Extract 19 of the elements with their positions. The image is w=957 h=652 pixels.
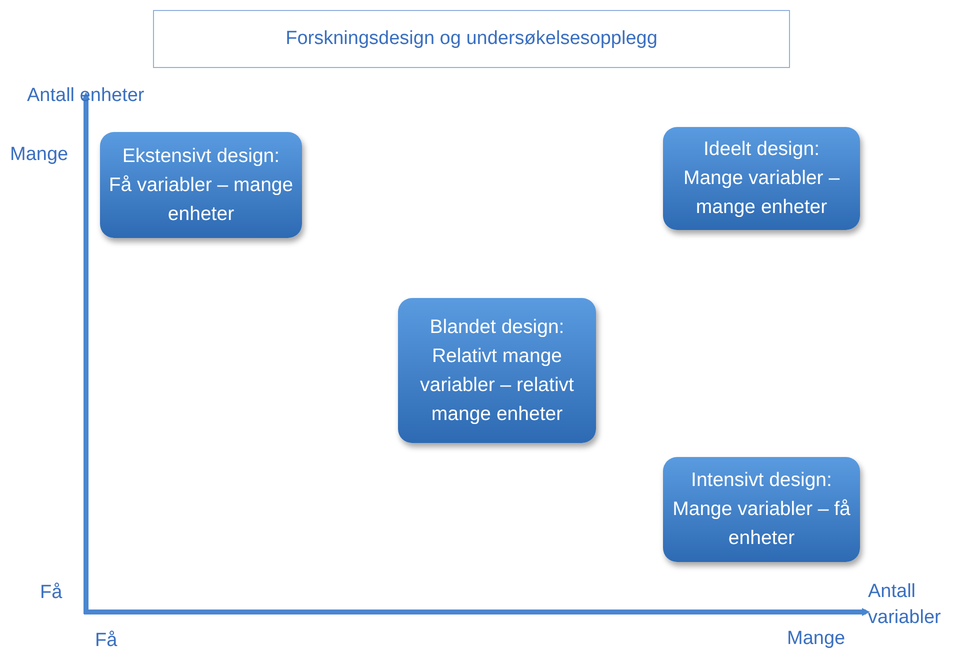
design-box [663, 127, 860, 230]
design-box [663, 457, 860, 562]
box-text: Mange variabler – få enheter [672, 497, 852, 551]
axis-tick-label: Få [40, 581, 62, 605]
box-heading: Intensivt design: [690, 468, 833, 493]
box-text: Mange variabler – mange enheter [682, 166, 841, 220]
axis-tick-label: Få [95, 629, 118, 652]
box-heading: Ideelt design: [702, 137, 820, 162]
box-heading: Ekstensivt design: [121, 144, 281, 168]
design-box [100, 132, 302, 238]
design-box [398, 298, 596, 443]
box-text: Få variabler – mange enheter [108, 172, 294, 226]
axis-title: Antall enheter [27, 84, 144, 108]
box-text: Relativt mange variabler – relativt mange enheter [419, 344, 575, 426]
axis-tick-label: Mange [787, 627, 846, 651]
box-heading: Blandet design: [428, 314, 566, 340]
axis-tick-label: Mange [10, 143, 68, 167]
title-box: Forskningsdesign og undersøkelsesopplegg [153, 10, 790, 68]
axis-title: Antall variabler [868, 580, 942, 630]
